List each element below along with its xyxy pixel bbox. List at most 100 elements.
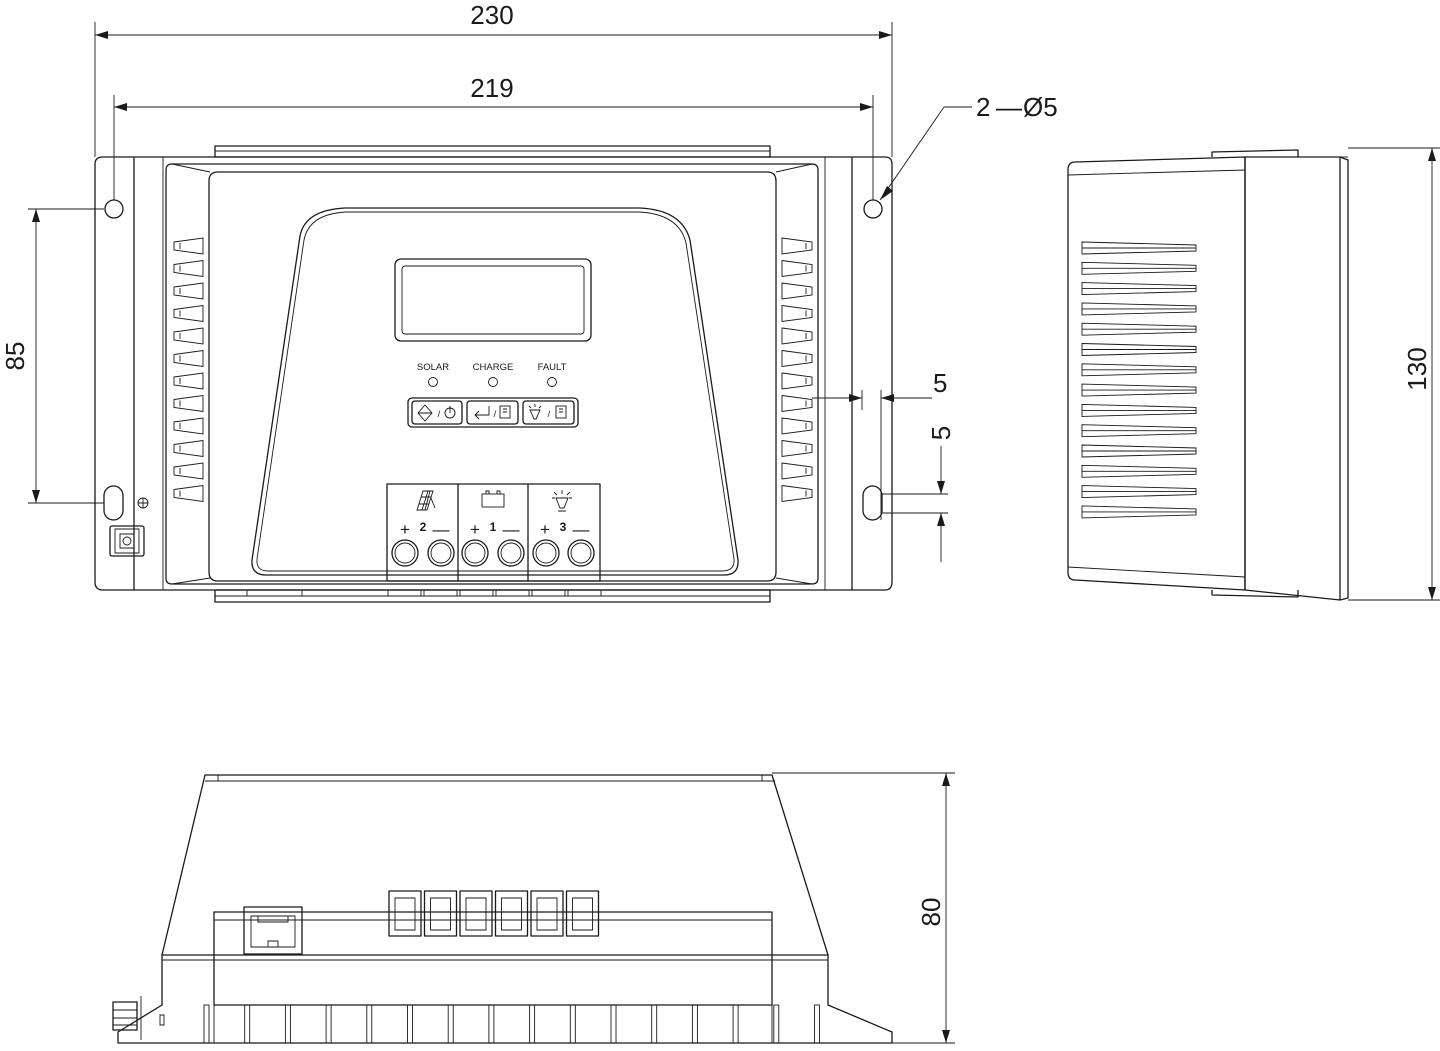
fin-right [781,327,813,345]
lcd-screen [401,265,585,335]
lamp-icon [552,490,572,512]
side-fin [1081,444,1197,458]
bottom-housing [117,774,893,1044]
fin-right [781,259,813,278]
fin-left [173,282,204,300]
fin-right [781,304,813,323]
mounting-slot-right [862,485,883,521]
bottom-fin [610,1004,617,1044]
side-cooling-fins [1081,241,1197,519]
bottom-fin [732,1004,739,1044]
terminal-1-number: 1 [490,520,497,534]
bottom-terminal-tab [459,890,493,937]
side-fin [1081,403,1197,417]
side-housing [1067,156,1246,591]
bottom-ground-screw [112,996,165,1040]
side-fin [1081,261,1197,275]
front-view: SOLAR CHARGE FAULT / / / [94,145,893,603]
dim-slot-height: 5 [926,426,956,440]
bottom-fin [203,1004,210,1044]
side-fin [1081,322,1197,336]
cooling-fins-right [781,237,813,503]
side-fin [1081,363,1197,377]
side-fin [1081,485,1197,499]
fin-right [781,417,813,435]
fin-left [173,394,204,413]
indicator-label-charge: CHARGE [473,362,514,373]
dim-hole-sep: — [996,92,1022,122]
button-mode-power[interactable] [411,400,463,425]
bottom-fin [569,1004,576,1044]
dim-overall-width: 230 [470,0,513,30]
fin-left [173,484,204,503]
button-separator: / [438,409,441,420]
fin-right [781,349,813,368]
terminal-1-minus: — [503,520,520,539]
button-enter-page[interactable] [466,400,519,425]
led-solar [428,377,438,387]
dim-hole-diameter: Ø5 [1023,92,1058,122]
side-fin [1081,282,1197,296]
button-separator-2: / [494,409,497,420]
button-light-page[interactable] [522,400,575,425]
ground-screw [109,497,149,557]
fin-right [781,237,813,255]
bottom-fin [447,1004,454,1044]
terminal-3-number: 3 [560,520,567,534]
mounting-slot-left [103,485,124,521]
mounting-plate [94,156,893,591]
fin-right [781,484,813,503]
face-panel [208,171,777,582]
terminal-3-plus: + [540,520,550,539]
bottom-fin [325,1004,332,1044]
solar-panel-icon [416,490,436,511]
terminal-2-number: 2 [420,520,427,534]
terminal-2-minus: — [433,520,450,539]
bottom-view [112,774,893,1044]
lcd-screen-frame [394,258,592,342]
bottom-terminal-tab [423,890,458,937]
side-fin [1081,424,1197,438]
indicator-label-fault: FAULT [538,362,567,373]
side-fin [1081,505,1197,519]
terminal-screws [391,539,595,567]
led-fault [547,377,557,387]
indicator-label-solar: SOLAR [417,362,449,373]
mounting-hole-top-left [104,199,124,219]
bottom-fin [407,1004,413,1044]
fin-right [781,282,813,300]
side-fin [1081,383,1197,397]
bottom-fin [529,1004,536,1044]
dim-vertical-hole-spacing: 85 [0,342,30,371]
dim-bottom-height: 80 [916,898,946,927]
bottom-terminal-tab [565,890,600,937]
light-page-icon [528,404,567,420]
side-fin [1081,241,1197,255]
bottom-fin [651,1004,658,1044]
terminal-block [386,483,601,582]
side-fin [1081,302,1197,316]
side-view [1067,149,1349,601]
led-charge [488,377,498,387]
fin-right [781,394,813,413]
enter-page-icon [474,405,511,420]
bottom-terminal-tab [530,890,564,937]
fin-left [173,259,204,278]
fin-right [781,439,813,458]
bottom-terminal-tab [388,890,422,937]
fin-left [173,304,204,323]
fin-right [781,372,813,390]
cooling-fins-left [173,237,204,503]
up-down-power-icon [417,404,456,422]
bottom-cooling-fins [203,1004,820,1044]
dim-side-height: 130 [1402,347,1432,390]
terminal-2-plus: + [400,520,410,539]
battery-icon [481,490,505,508]
terminal-3-minus: — [573,520,590,539]
display-panel [251,207,739,576]
bottom-fin [691,1004,698,1044]
fin-left [173,327,204,345]
bottom-fin [488,1004,495,1044]
